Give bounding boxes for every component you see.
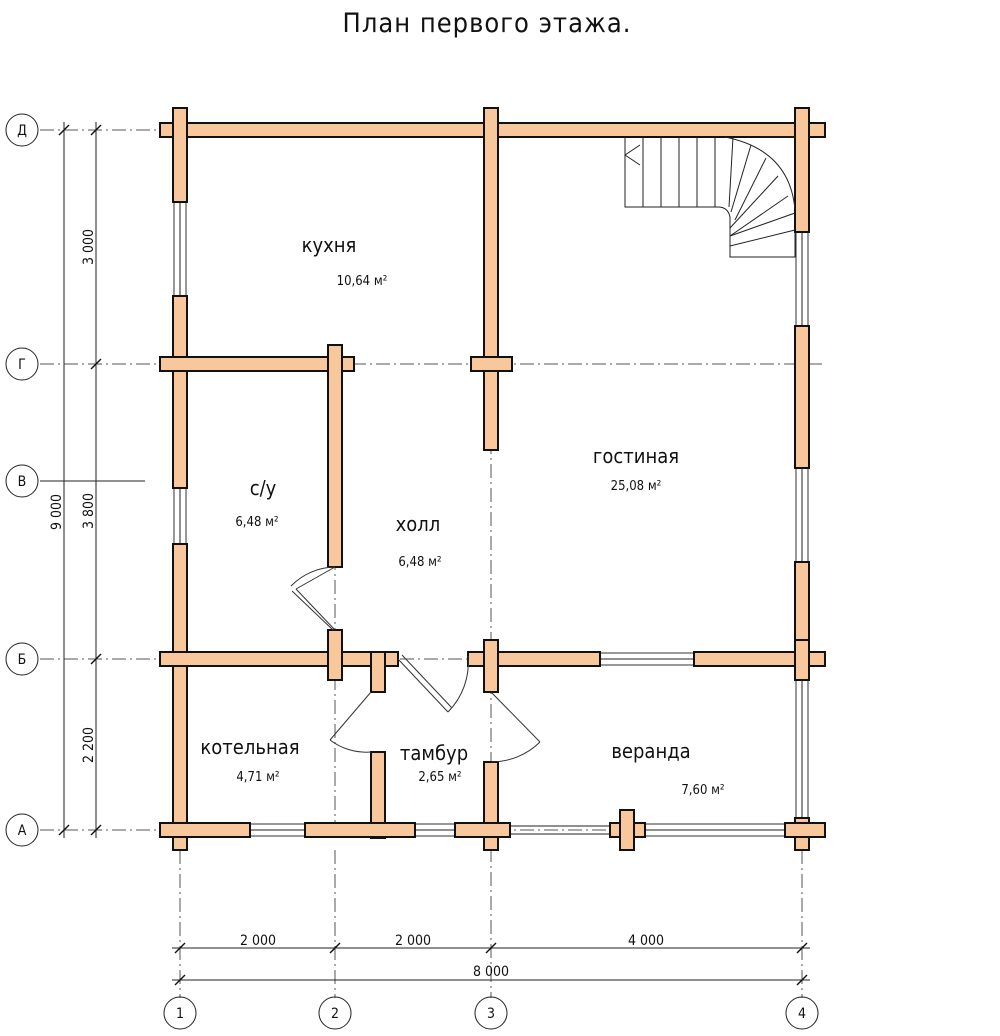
axis-letter-b: Б [18, 652, 27, 668]
bottom-dimensions: 2 000 2 000 4 000 8 000 [172, 933, 810, 986]
room-boiler-area: 4,71 м² [236, 770, 279, 785]
axis-number-markers: 1 2 3 4 [163, 996, 819, 1030]
room-vestibule-area: 2,65 м² [418, 770, 461, 785]
staircase [624, 136, 796, 258]
room-labels: кухня 10,64 м² гостиная 25,08 м² с/у 6,4… [200, 233, 724, 798]
room-vestibule-name: тамбур [400, 741, 468, 765]
dim-bottom-seg-1: 2 000 [240, 933, 276, 949]
room-living-name: гостиная [593, 444, 679, 468]
doors [290, 566, 541, 763]
axis-number-4: 4 [798, 1006, 806, 1022]
dim-left-seg-1: 3 000 [81, 229, 97, 265]
dim-left-seg-2: 3 800 [81, 493, 97, 529]
room-kitchen-name: кухня [302, 233, 357, 257]
dim-bottom-total: 8 000 [473, 964, 509, 980]
plan-title: План первого этажа. [343, 8, 632, 39]
axis-number-1: 1 [176, 1006, 184, 1022]
room-bathroom-name: с/у [250, 476, 277, 500]
room-hall-area: 6,48 м² [398, 555, 441, 570]
room-veranda-name: веранда [611, 739, 690, 763]
windows [173, 201, 809, 837]
dim-bottom-seg-2: 2 000 [395, 933, 431, 949]
room-kitchen-area: 10,64 м² [337, 274, 388, 289]
room-hall-name: холл [396, 512, 441, 536]
axis-letter-g: Г [18, 357, 26, 373]
log-walls [159, 107, 826, 851]
axis-number-2: 2 [331, 1006, 339, 1022]
axis-letter-a: А [18, 823, 27, 839]
room-living-area: 25,08 м² [611, 479, 662, 494]
dim-bottom-seg-3: 4 000 [628, 933, 664, 949]
axis-number-3: 3 [487, 1006, 495, 1022]
axis-letter-d: Д [17, 123, 27, 139]
dim-left-seg-3: 2 200 [81, 727, 97, 763]
left-dimensions: 9 000 3 000 3 800 2 200 [49, 122, 102, 838]
axis-letter-markers: Д Г В Б А [5, 113, 39, 847]
room-bathroom-area: 6,48 м² [235, 515, 278, 530]
axis-letter-v: В [18, 474, 27, 490]
room-boiler-name: котельная [200, 735, 299, 759]
dim-left-total: 9 000 [49, 494, 65, 530]
room-veranda-area: 7,60 м² [681, 783, 724, 798]
